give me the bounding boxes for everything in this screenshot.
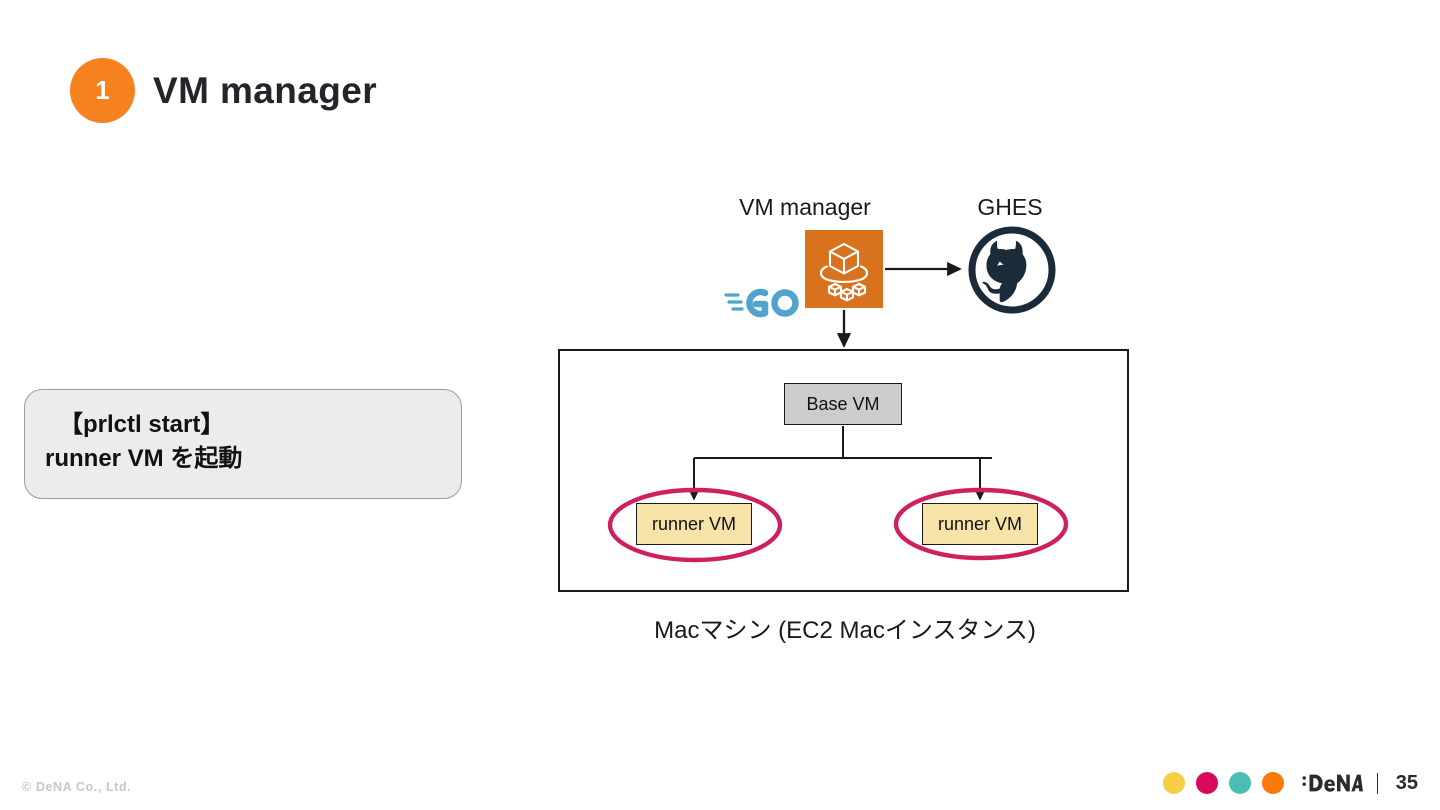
dot-yellow [1162, 772, 1185, 794]
label-mac-machine: Macマシン (EC2 Macインスタンス) [654, 617, 1036, 644]
footer-copyright: © DeNA Co., Ltd. [22, 780, 132, 794]
label-ghes: GHES [977, 194, 1043, 220]
node-runner-vm-2: runner VM [922, 503, 1038, 545]
dena-logo [1301, 770, 1363, 796]
architecture-diagram: VM manager GHES [540, 180, 1160, 650]
dot-crimson [1195, 772, 1218, 794]
github-octocat-icon [968, 226, 1056, 314]
go-logo-icon [724, 282, 802, 322]
node-runner-vm-2-label: runner VM [937, 513, 1023, 534]
footer-brand: 35 [1162, 770, 1418, 796]
footer-divider [1376, 772, 1378, 794]
label-vm-manager: VM manager [739, 194, 871, 220]
step-number-text: 1 [95, 75, 110, 105]
callout-line-command: 【prlctl start】 [59, 411, 225, 438]
slide-header: 1 VM manager [70, 58, 377, 123]
node-base-vm: Base VM [784, 383, 902, 425]
vm-manager-icon [805, 230, 883, 308]
page-title: VM manager [153, 69, 378, 111]
dot-teal [1228, 772, 1251, 794]
step-number-badge: 1 [70, 58, 135, 123]
callout-line-description: runner VM を起動 [45, 445, 243, 472]
callout-box: 【prlctl start】 runner VM を起動 [24, 389, 462, 499]
page-number: 35 [1395, 771, 1418, 794]
node-runner-vm-1: runner VM [636, 503, 752, 545]
dot-orange [1261, 772, 1284, 794]
node-base-vm-label: Base VM [806, 393, 880, 414]
node-runner-vm-1-label: runner VM [651, 513, 737, 534]
